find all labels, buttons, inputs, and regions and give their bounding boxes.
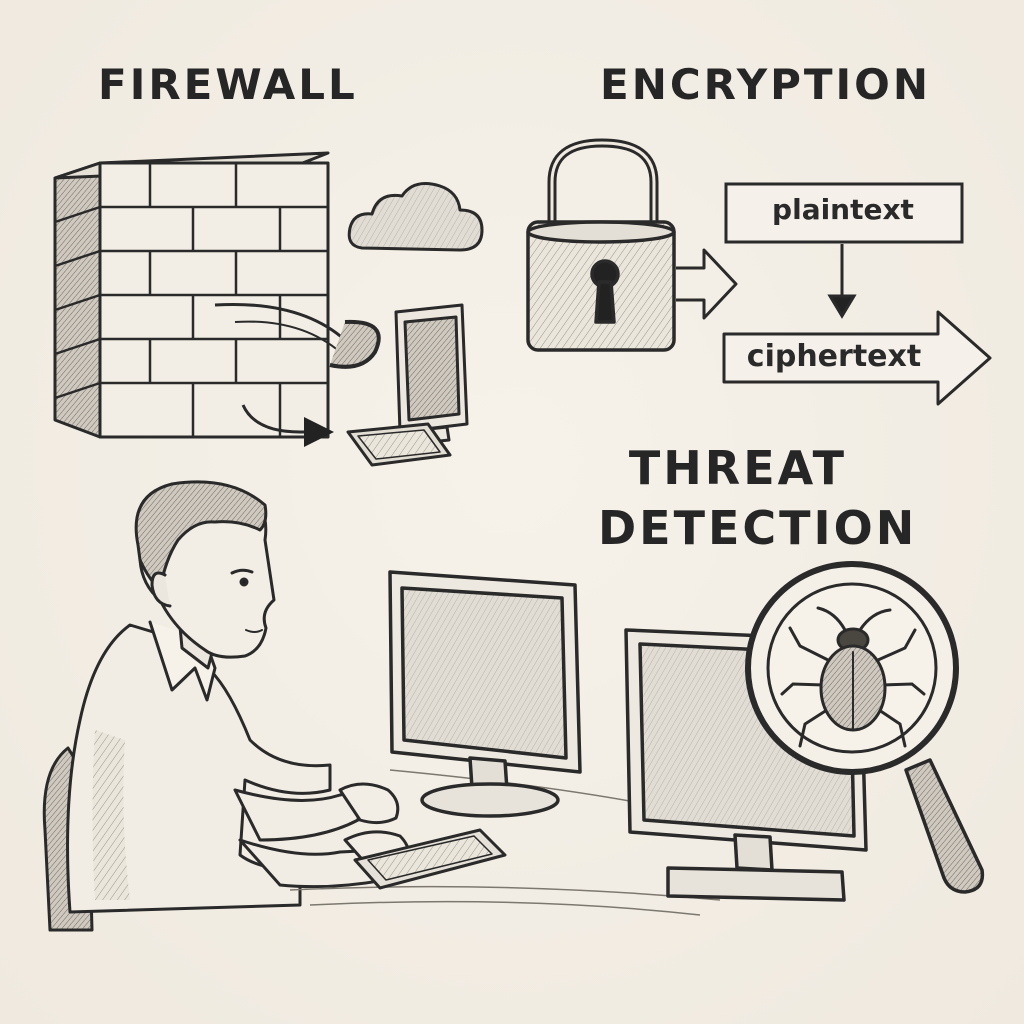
bug-icon	[780, 606, 926, 748]
blocked-traffic-arrow	[214, 302, 381, 369]
plaintext-box	[724, 182, 964, 244]
lock-output-arrow	[676, 248, 738, 320]
padlock-icon	[526, 138, 676, 352]
person-at-computer	[42, 480, 411, 932]
ciphertext-arrow-box	[722, 310, 992, 406]
threat-detection-heading: THREAT DETECTION	[598, 438, 918, 558]
firewall-heading: FIREWALL	[98, 60, 358, 109]
allowed-traffic-arrow	[241, 404, 334, 447]
encryption-heading: ENCRYPTION	[600, 60, 932, 109]
encrypt-down-arrow	[827, 244, 857, 319]
threat-heading-line2: DETECTION	[598, 501, 918, 555]
desktop-computer-icon	[346, 303, 469, 467]
keyboard	[353, 828, 507, 890]
threat-heading-line1: THREAT	[628, 441, 848, 495]
brick-wall-icon	[53, 151, 330, 439]
monitor-left	[388, 570, 582, 818]
ciphertext-label: ciphertext	[746, 339, 922, 374]
plaintext-label: plaintext	[772, 193, 914, 226]
cloud-icon	[347, 182, 484, 252]
